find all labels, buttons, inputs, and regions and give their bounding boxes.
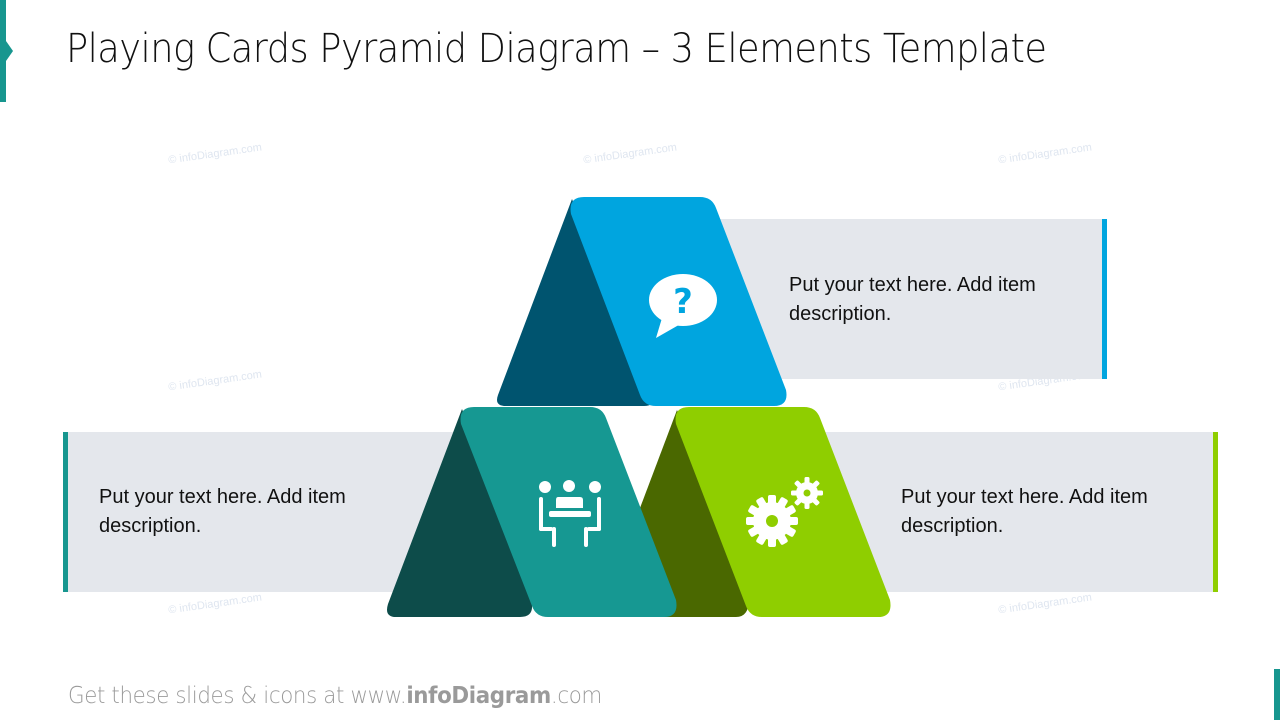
card-left-back [387, 409, 533, 617]
item-left-text: Put your text here. Add item description… [99, 483, 346, 541]
panel-top-accent [1102, 219, 1107, 379]
item-top-line1: Put your text here. Add item [789, 274, 1036, 296]
item-top-line2: description. [789, 303, 892, 325]
question-speech-bubble-icon: ? [649, 274, 717, 338]
item-right-line2: description. [901, 515, 1004, 537]
footer-prefix: Get these slides & icons at www. [68, 683, 407, 709]
accent-bar-bottom-right [1274, 669, 1280, 720]
card-left [387, 407, 749, 617]
slide-title: Playing Cards Pyramid Diagram – 3 Elemen… [66, 26, 1047, 72]
item-right-text: Put your text here. Add item description… [901, 483, 1148, 541]
item-right-line1: Put your text here. Add item [901, 486, 1148, 508]
svg-text:?: ? [673, 282, 693, 322]
meeting-people-table-icon [539, 480, 601, 547]
footer-link[interactable]: Get these slides & icons at www.infoDiag… [68, 683, 602, 709]
panel-right-accent [1213, 432, 1218, 592]
accent-bar-left [0, 0, 6, 102]
panel-left-accent [63, 432, 68, 592]
card-top-back [497, 199, 655, 406]
accent-notch [6, 41, 13, 61]
footer-brand: infoDiagram [406, 683, 551, 709]
item-top-text: Put your text here. Add item description… [789, 271, 1036, 329]
item-left-line2: description. [99, 515, 202, 537]
card-top: ? [497, 197, 787, 406]
gears-icon [746, 477, 823, 547]
footer-suffix: .com [550, 683, 602, 709]
item-left-line1: Put your text here. Add item [99, 486, 346, 508]
card-right [675, 407, 891, 617]
